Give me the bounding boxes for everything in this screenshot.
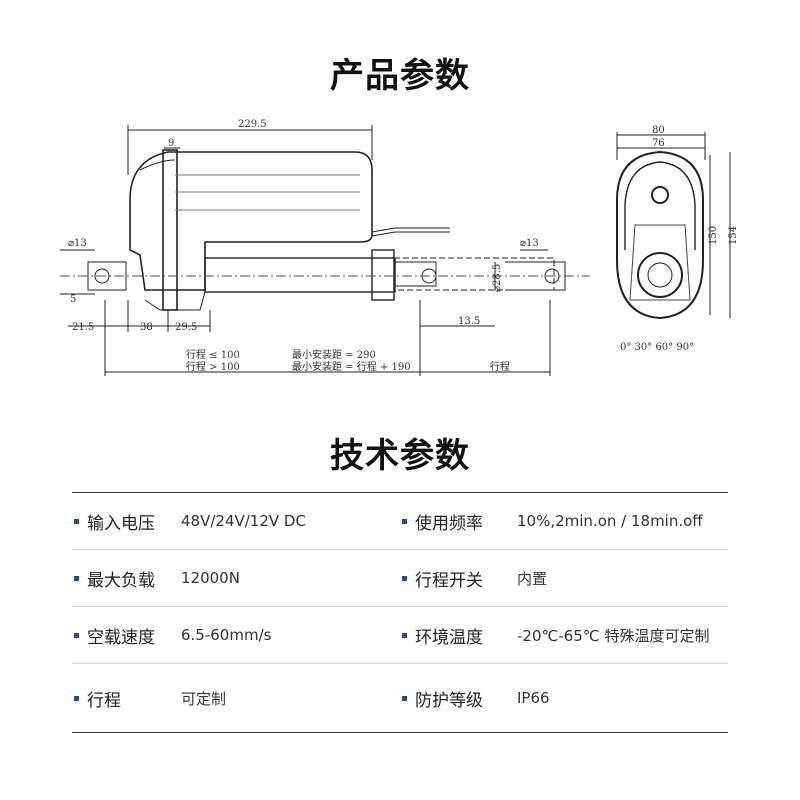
spec-label: 行程开关 (415, 570, 483, 591)
dim-38: 38 (140, 322, 153, 333)
spec-value: 10%,2min.on / 18min.off (517, 512, 703, 530)
dim-80: 80 (652, 125, 665, 136)
note-line2-b: 最小安装距 = 行程 + 190 (292, 360, 411, 373)
note-line2-a: 行程 > 100 (186, 360, 240, 373)
dim-150: 150 (708, 226, 719, 245)
dim-9: 9 (168, 138, 174, 149)
spec-value: 内置 (517, 569, 548, 588)
spec-value: 12000N (181, 569, 240, 587)
spec-label: 使用频率 (415, 513, 483, 534)
note-line1-a: 行程 ≤ 100 (186, 348, 240, 361)
tech-params-title: 技术参数 (330, 436, 470, 476)
spec-value: 48V/24V/12V DC (181, 512, 306, 530)
dim-13-5: 13.5 (458, 316, 480, 327)
dim-d13-right: ⌀13 (520, 238, 539, 249)
bullet-icon (74, 518, 79, 524)
dim-21-5: 21.5 (72, 322, 94, 333)
spec-label: 空载速度 (87, 627, 155, 648)
dim-229-5: 229.5 (238, 119, 267, 130)
dim-5: 5 (70, 294, 76, 305)
stroke-label: 行程 (490, 360, 510, 373)
angle-labels: 0° 30° 60° 90° (620, 342, 694, 353)
bullet-icon (74, 695, 79, 701)
bullet-icon (74, 632, 79, 638)
technical-drawing: 229.5 9 ⌀13 ⌀13 5 21.5 38 29.5 13.5 ⌀28.… (60, 119, 739, 376)
table-row: 输入电压 48V/24V/12V DC 使用频率 10%,2min.on / 18m… (72, 493, 728, 550)
spec-label: 环境温度 (415, 627, 483, 648)
note-line1-b: 最小安装距 = 290 (292, 348, 376, 361)
table-row: 行程 可定制 防护等级 IP66 (72, 664, 728, 732)
bullet-icon (74, 575, 79, 581)
dim-28-5: ⌀28.5 (492, 264, 503, 292)
table-row: 最大负载 12000N 行程开关 内置 (72, 550, 728, 607)
dim-76: 76 (652, 138, 665, 149)
spec-label: 输入电压 (87, 513, 155, 534)
dim-154: 154 (728, 226, 739, 245)
bullet-icon (402, 695, 407, 701)
dim-d13-left: ⌀13 (68, 238, 87, 249)
product-params-title: 产品参数 (330, 56, 470, 96)
bullet-icon (402, 518, 407, 524)
dim-29-5: 29.5 (175, 322, 197, 333)
spec-value: IP66 (517, 689, 550, 707)
table-row: 空载速度 6.5-60mm/s 环境温度 -20℃-65℃ 特殊温度可定制 (72, 607, 728, 664)
bullet-icon (402, 632, 407, 638)
spec-value: -20℃-65℃ 特殊温度可定制 (517, 626, 710, 645)
spec-label: 最大负载 (87, 570, 155, 591)
spec-label: 防护等级 (415, 690, 483, 711)
spec-table: 输入电压 48V/24V/12V DC 使用频率 10%,2min.on / 18m… (72, 492, 728, 733)
spec-value: 可定制 (181, 689, 227, 708)
spec-value: 6.5-60mm/s (181, 626, 272, 644)
bullet-icon (402, 575, 407, 581)
spec-label: 行程 (87, 690, 121, 711)
